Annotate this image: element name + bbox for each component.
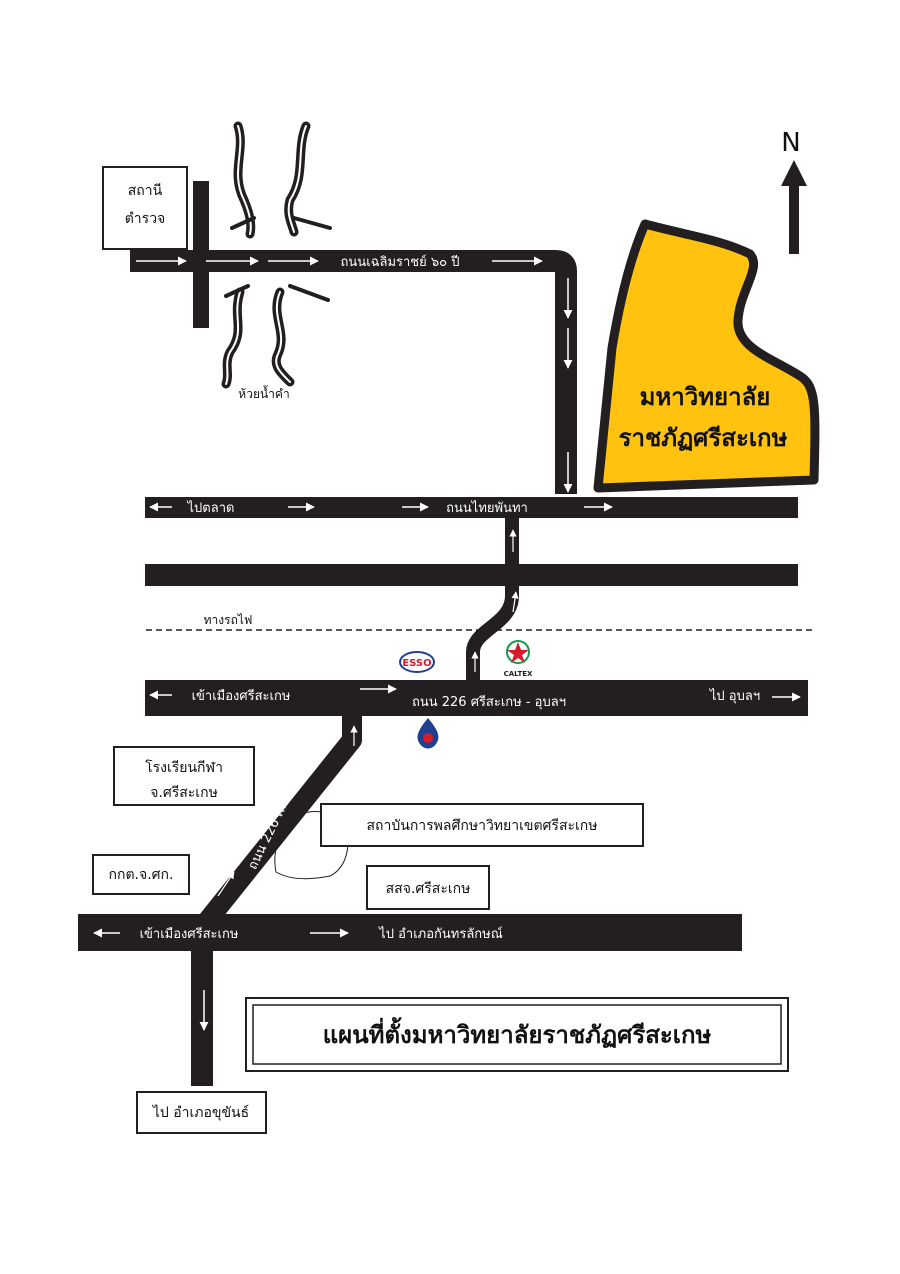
north-arrow-icon [781,160,807,254]
road-226-label: ถนน 226 ศรีสะเกษ - อุบลฯ [412,694,566,710]
pe-institute-box: สถาบันการพลศึกษาวิทยาเขตศรีสะเกษ [320,803,644,847]
road-chaloem-label: ถนนเฉลิมราชย์ ๖๐ ปี [341,254,460,270]
road-226-enter-city-label: เข้าเมืองศรีสะเกษ [192,688,291,704]
sports-school-box: โรงเรียนกีฬา จ.ศรีสะเกษ [113,746,255,806]
sports-school-line1: โรงเรียนกีฬา [145,759,223,776]
road-thaiphantha [145,497,798,518]
road-226-arrows [149,684,801,702]
police-station-line2: ตำรวจ [125,211,166,227]
road-connector-arrows [471,529,519,672]
road-226 [145,680,808,716]
road-to-market-label: ไปตลาด [187,500,235,516]
map-title-box: แผนที่ตั้งมหาวิทยาลัยราชภัฏศรีสะเกษ [245,997,789,1072]
north-label: N [781,128,800,158]
ssj-label: สสจ.ศรีสะเกษ [386,881,471,897]
road-to-khukhan [191,940,213,1086]
road-parallel [145,564,798,586]
to-khukhan-box: ไป อำเภอขุขันธ์ [136,1091,267,1134]
election-office-label: กกต.จ.ศก. [109,867,174,883]
road-bypass-arrows [217,725,358,897]
road-chaloem-arrows [136,256,573,493]
road-lower [78,914,742,951]
esso-label: ESSO [402,658,431,669]
police-station-line1: สถานี [128,183,163,199]
road-lower-enter-city-label: เข้าเมืองศรีสะเกษ [140,926,239,942]
campus-line2: ราชภัฏศรีสะเกษ [619,424,788,452]
road-226-bypass [192,716,362,937]
campus-line1: มหาวิทยาลัย [640,383,771,411]
esso-logo: ESSO [399,651,435,673]
road-thaiphantha-label: ถนนไทยพันทา [446,500,528,516]
ptt-logo [417,718,439,749]
road-chaloem-rat [130,250,577,494]
road-to-kanthararak-label: ไป อำเภอกันทรลักษณ์ [378,926,503,942]
to-khukhan-label: ไป อำเภอขุขันธ์ [152,1104,249,1121]
pe-institute-label: สถาบันการพลศึกษาวิทยาเขตศรีสะเกษ [366,818,597,834]
caltex-label: CALTEX [504,670,533,678]
police-station-box: สถานี ตำรวจ [102,166,188,250]
ssj-box: สสจ.ศรีสะเกษ [366,865,490,910]
stream-huai-nam-kham: ห้วยน้ำคำ [221,121,332,401]
sports-school-line2: จ.ศรีสะเกษ [150,785,218,801]
road-to-ubon-label: ไป อุบลฯ [709,688,760,704]
north-arrow: N [781,128,807,254]
road-connector [466,515,519,684]
campus-area: มหาวิทยาลัย ราชภัฏศรีสะเกษ [593,219,820,493]
election-office-box: กกต.จ.ศก. [92,854,190,895]
map-title: แผนที่ตั้งมหาวิทยาลัยราชภัฏศรีสะเกษ [323,1016,712,1049]
caltex-logo: CALTEX [504,640,533,678]
railway-label: ทางรถไฟ [204,613,253,627]
stream-label: ห้วยน้ำคำ [238,385,289,401]
